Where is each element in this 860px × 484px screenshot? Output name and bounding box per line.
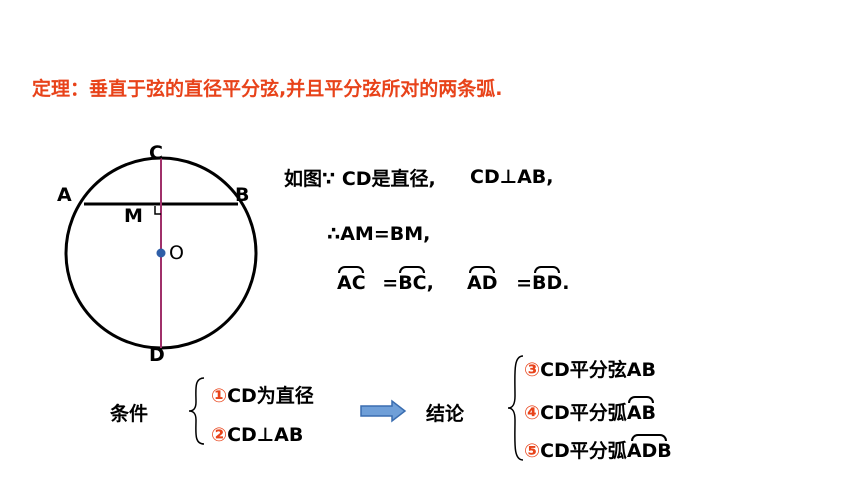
point-label-d: D [149,344,165,366]
right-arrow [360,399,407,423]
conclusion-label: 结论 [426,403,465,425]
proof-line-2: ∴AM=BM, [327,223,431,245]
point-label-b: B [235,184,250,206]
conclusion-brace [507,355,524,461]
condition-num-1: ① [211,385,228,407]
conclusion-item-3: ⑤CD平分弧ADB [524,434,672,463]
point-label-o: O [169,242,184,264]
condition-item-1: ①CD为直径 [211,381,314,408]
center-dot [156,248,166,258]
comma-1: , [426,272,434,294]
equals-sign-1: = [382,272,399,294]
conclusion-item-1: ③CD平分弦AB [524,355,656,382]
proof-line-1: 如图∵ CD是直径, [284,168,436,190]
condition-num-2: ② [211,424,228,446]
arc-equation-1: AC =BC, [337,266,434,294]
conclusion-num-1: ③ [524,359,541,381]
conclusion-num-3: ⑤ [524,440,541,462]
right-angle-mark [154,206,161,215]
conclusion-text-3: CD平分弧 [540,440,627,462]
condition-brace [188,377,205,445]
point-label-c: C [149,142,163,164]
condition-text-2: CD⊥AB [227,424,304,446]
equals-sign-2: = [516,272,533,294]
period-2: . [562,272,570,294]
conclusion-text-2: CD平分弧 [540,402,627,424]
conclusion-arc-adb: ADB [626,434,672,462]
theorem-text: 定理：垂直于弦的直径平分弦,并且平分弦所对的两条弧. [32,78,503,100]
conclusion-text-1: CD平分弦AB [540,359,656,381]
arc-equation-2: AD =BD. [467,266,570,294]
point-label-m: M [124,205,143,227]
conclusion-arc-ab: AB [626,396,656,424]
point-label-a: A [57,184,72,206]
arc-bc: BC [398,266,427,294]
arc-bd: BD [532,266,563,294]
proof-line-1-perp: CD⊥AB, [470,166,554,188]
conclusion-item-2: ④CD平分弧AB [524,396,656,425]
condition-label: 条件 [110,403,149,425]
condition-text-1: CD为直径 [227,385,314,407]
conclusion-num-2: ④ [524,402,541,424]
arc-ad: AD [467,266,498,294]
arc-ac: AC [337,266,366,294]
condition-item-2: ②CD⊥AB [211,424,303,446]
